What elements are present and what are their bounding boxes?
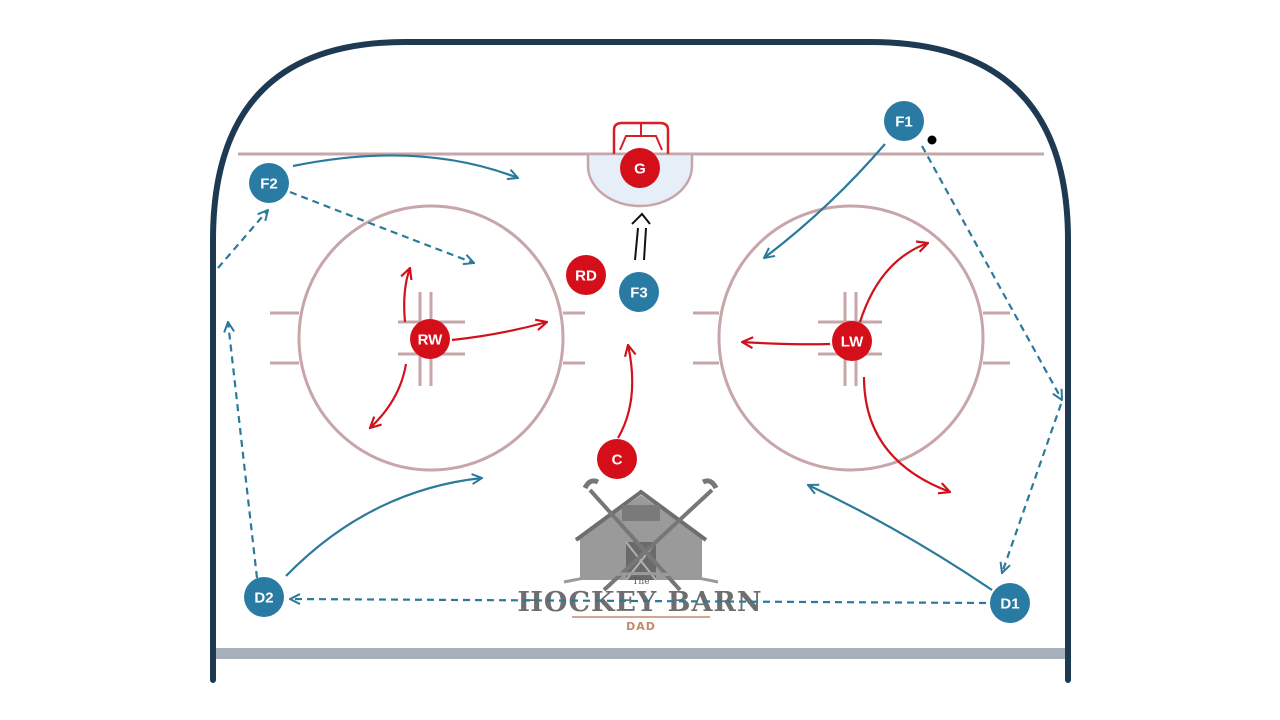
- lw-down-path: [862, 376, 950, 492]
- hockey-barn-logo: The HOCKEY BARN DAD: [517, 474, 762, 634]
- defense-paths: [370, 243, 950, 492]
- f2-pass-path: [289, 190, 474, 263]
- lw-up-path: [858, 243, 928, 323]
- player-c[interactable]: C: [597, 439, 637, 479]
- player-label: RW: [418, 332, 444, 349]
- c-up-path: [617, 345, 632, 439]
- player-d1[interactable]: D1: [990, 583, 1030, 623]
- f1-pass-path: [921, 145, 1062, 400]
- f1-skate-path: [764, 143, 886, 258]
- hockey-net-icon: [612, 121, 670, 154]
- player-lw[interactable]: LW: [832, 321, 872, 361]
- rw-up-path: [404, 268, 410, 323]
- player-label: F3: [630, 285, 648, 302]
- d2-to-wall-pass: [228, 322, 259, 579]
- lw-left-path: [742, 342, 831, 344]
- rink-boards: [210, 39, 1071, 683]
- player-g[interactable]: G: [620, 148, 660, 188]
- f2-skate-path: [292, 154, 518, 178]
- rw-right-path: [451, 322, 547, 342]
- player-rd[interactable]: RD: [566, 255, 606, 295]
- d1-to-d2-pass: [290, 599, 987, 603]
- player-label: G: [634, 161, 646, 178]
- player-rw[interactable]: RW: [410, 319, 450, 359]
- player-label: F1: [895, 114, 913, 131]
- d1-skate-path: [808, 485, 993, 591]
- logo-sub-text: DAD: [626, 620, 656, 633]
- player-f3[interactable]: F3: [619, 272, 659, 312]
- f3-screen-marker: [631, 212, 651, 261]
- player-label: D2: [254, 590, 273, 607]
- player-d2[interactable]: D2: [244, 577, 284, 617]
- rw-down-path: [370, 363, 408, 428]
- logo-the-text: The: [632, 577, 649, 587]
- player-label: LW: [841, 334, 864, 351]
- player-label: D1: [1000, 596, 1019, 613]
- player-label: C: [612, 452, 623, 469]
- players: G RD RW LW C F1 F2 F3: [244, 101, 1030, 623]
- blue-line: [216, 648, 1065, 659]
- offense-paths: [217, 143, 1063, 603]
- d2-up-wall-pass: [217, 210, 268, 269]
- wall-to-d1-pass: [1002, 403, 1063, 573]
- player-f1[interactable]: F1: [884, 101, 924, 141]
- puck-icon: [927, 135, 937, 145]
- player-f2[interactable]: F2: [249, 163, 289, 203]
- player-label: F2: [260, 176, 278, 193]
- d2-skate-path: [285, 478, 482, 577]
- player-label: RD: [575, 268, 597, 285]
- logo-name-text: HOCKEY BARN: [517, 587, 762, 618]
